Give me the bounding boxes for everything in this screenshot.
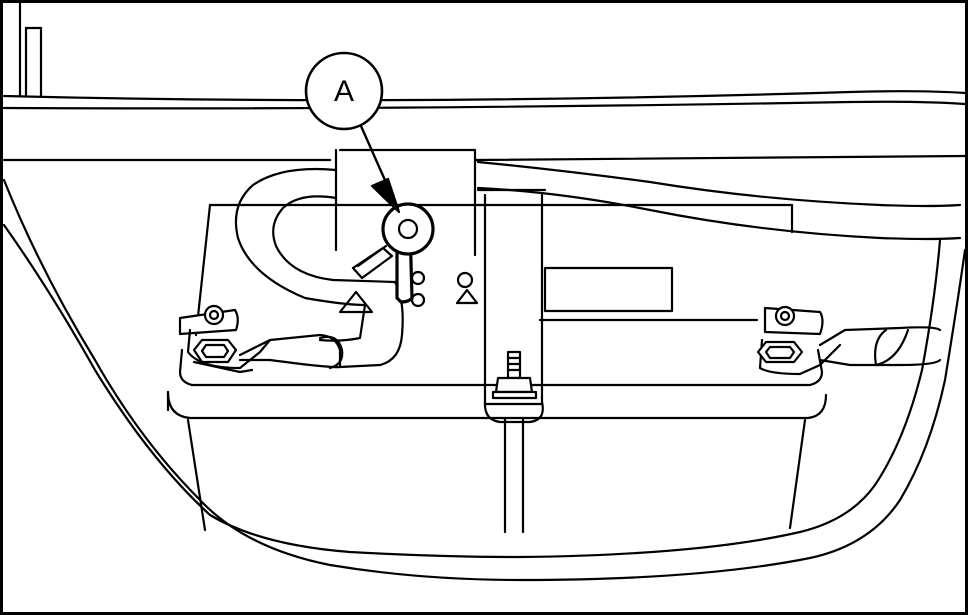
hold-down-bar [476,188,547,424]
wing-nut [351,202,435,304]
line-drawing: A [3,3,965,582]
hold-down-bolt [491,350,538,400]
right-terminal [756,305,842,376]
top-label [338,266,674,314]
battery-tray [3,178,965,582]
frame-rails [3,90,965,162]
hold-down-post [334,148,477,257]
main-cable [476,160,962,241]
battery [166,203,828,534]
callout-a: A [304,51,401,214]
callout-a-label: A [334,75,354,108]
positive-cable [818,326,942,367]
corner-trim [18,3,43,98]
negative-cable [238,335,344,370]
left-terminal [178,304,272,374]
